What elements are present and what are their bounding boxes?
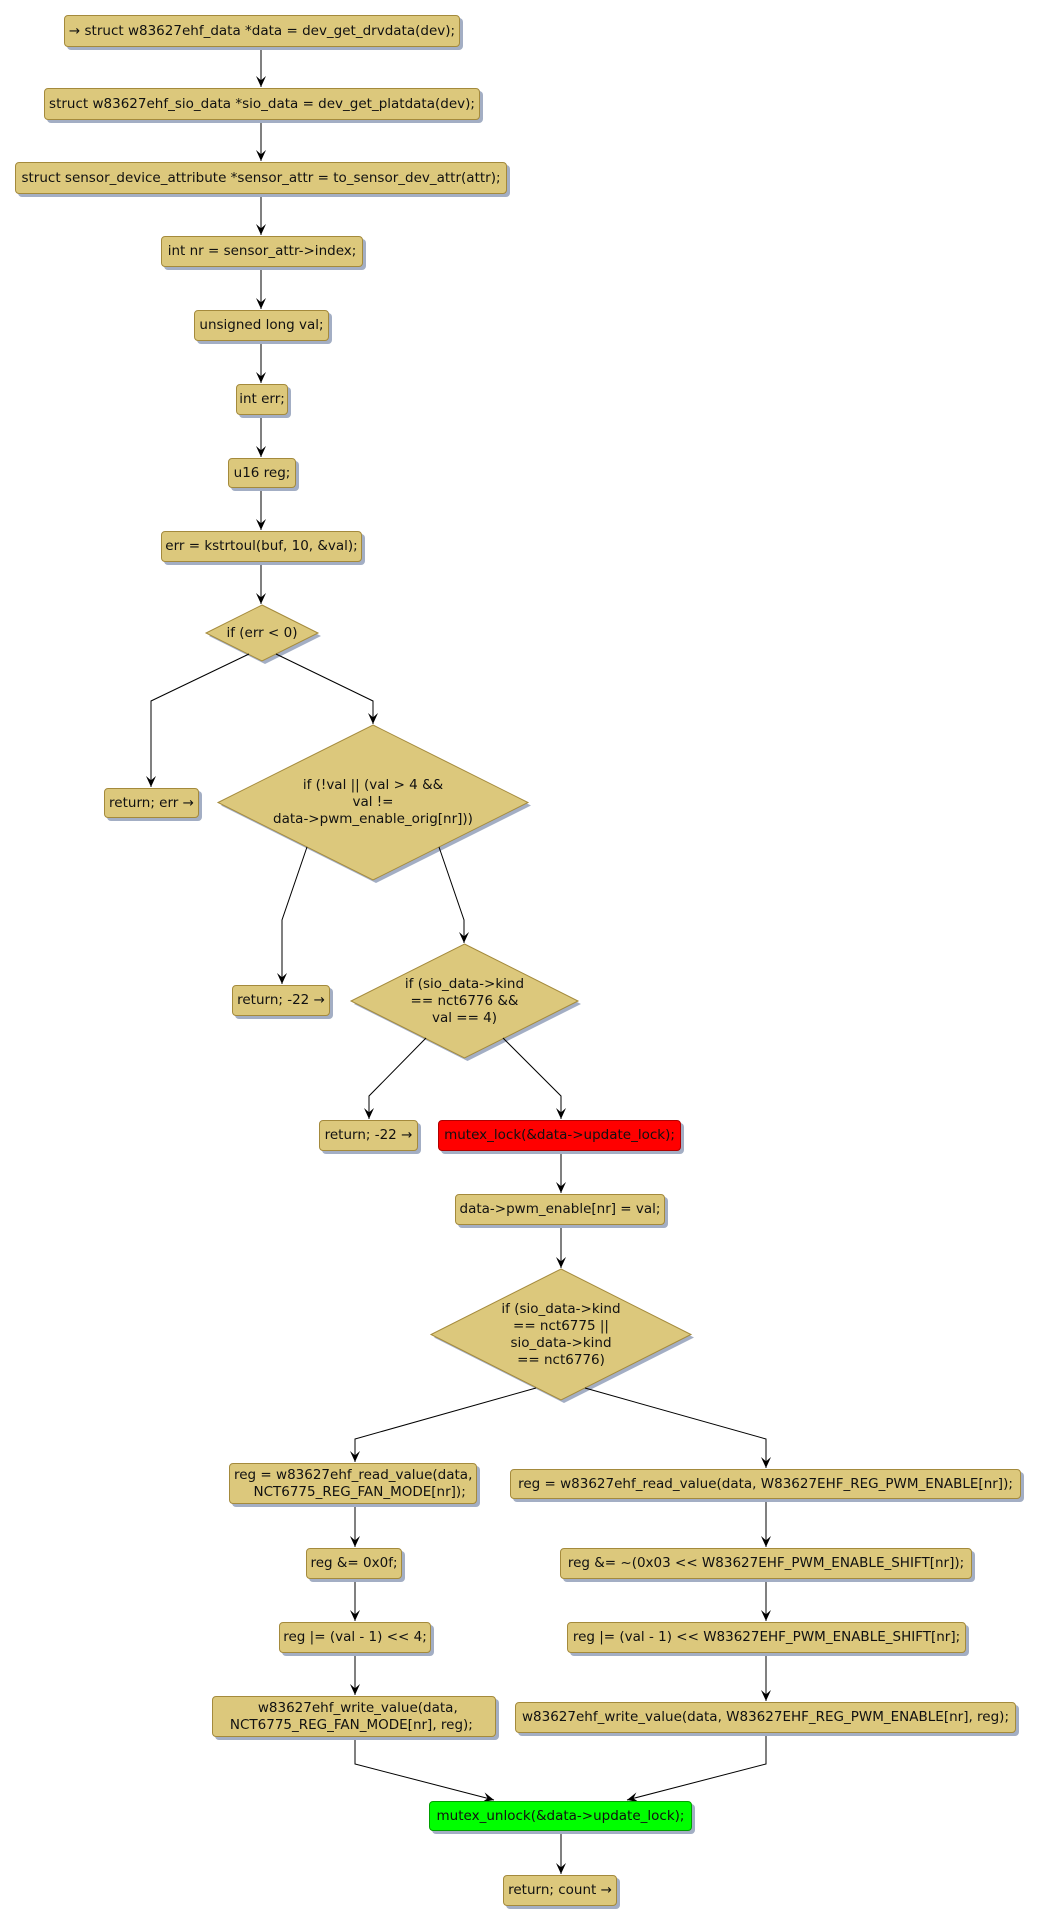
arrowhead-icon <box>761 1536 771 1547</box>
flow-arrow <box>354 1737 495 1801</box>
arrowhead-icon <box>350 1684 360 1695</box>
stmt-set-pwm-enable: data->pwm_enable[nr] = val; <box>455 1194 665 1225</box>
stmt-right-or: reg |= (val - 1) << W83627EHF_PWM_ENABLE… <box>567 1622 966 1653</box>
flow-arrow <box>626 1733 767 1801</box>
stmt-left-or: reg |= (val - 1) << 4; <box>279 1622 431 1653</box>
mutex-unlock: mutex_unlock(&data->update_lock); <box>429 1801 692 1831</box>
decision-err-text: if (err < 0) <box>226 624 298 641</box>
decision-kind-shape <box>429 1268 693 1401</box>
arrowhead-icon <box>556 1863 566 1874</box>
decision-kind-text: if (sio_data->kind == nct6775 || sio_dat… <box>501 1300 621 1368</box>
stmt-sensor-attr: struct sensor_device_attribute *sensor_a… <box>15 162 507 194</box>
flow-arrow <box>354 1387 537 1462</box>
arrowhead-icon <box>556 1182 566 1193</box>
decision-nct6776-shape <box>349 943 580 1059</box>
return-minus22-a: return; -22 → <box>232 985 330 1016</box>
arrowhead-icon <box>556 1108 566 1119</box>
decision-val-text: if (!val || (val > 4 && val != data->pwm… <box>273 777 473 827</box>
arrowhead-icon <box>146 776 156 787</box>
stmt-left-write: w83627ehf_write_value(data, NCT6775_REG_… <box>212 1696 496 1737</box>
arrowhead-icon <box>256 298 266 309</box>
decision-err-shape <box>204 604 320 662</box>
flow-arrow <box>438 846 465 943</box>
decision-val-shape <box>216 724 530 881</box>
arrowhead-icon <box>350 1536 360 1547</box>
mutex-lock: mutex_lock(&data->update_lock); <box>438 1120 681 1151</box>
arrowhead-icon <box>459 932 469 943</box>
return-err: return; err → <box>104 788 199 818</box>
arrowhead-icon <box>350 1610 360 1621</box>
arrowhead-icon <box>277 973 287 984</box>
arrowhead-icon <box>761 1690 771 1701</box>
stmt-kstrtoul: err = kstrtoul(buf, 10, &val); <box>161 531 362 562</box>
stmt-left-and: reg &= 0x0f; <box>306 1548 402 1579</box>
stmt-right-and: reg &= ~(0x03 << W83627EHF_PWM_ENABLE_SH… <box>560 1548 972 1579</box>
return-minus22-b: return; -22 → <box>319 1120 418 1151</box>
stmt-left-read: reg = w83627ehf_read_value(data, NCT6775… <box>229 1463 477 1504</box>
arrowhead-icon <box>256 593 266 604</box>
arrowhead-icon <box>256 224 266 235</box>
return-count: return; count → <box>503 1875 617 1906</box>
stmt-u16-reg: u16 reg; <box>228 458 296 488</box>
flow-arrow <box>368 1037 427 1119</box>
stmt-unsigned-val: unsigned long val; <box>194 310 329 341</box>
arrowhead-icon <box>368 713 378 724</box>
arrowhead-icon <box>256 519 266 530</box>
flow-arrow <box>275 653 374 724</box>
arrowhead-icon <box>364 1108 374 1119</box>
stmt-right-read: reg = w83627ehf_read_value(data, W83627E… <box>510 1469 1021 1499</box>
flow-arrow <box>150 653 250 787</box>
stmt-get-drvdata: → struct w83627ehf_data *data = dev_get_… <box>64 15 460 47</box>
stmt-int-err: int err; <box>236 384 288 415</box>
arrowhead-icon <box>350 1451 360 1462</box>
stmt-get-platdata: struct w83627ehf_sio_data *sio_data = de… <box>44 88 480 120</box>
arrowhead-icon <box>256 446 266 457</box>
flow-arrow <box>502 1037 562 1119</box>
flow-arrow <box>281 846 308 984</box>
stmt-right-write: w83627ehf_write_value(data, W83627EHF_RE… <box>515 1702 1016 1733</box>
arrowhead-icon <box>556 1257 566 1268</box>
arrowhead-icon <box>627 1792 639 1803</box>
arrowhead-icon <box>256 372 266 383</box>
arrowhead-icon <box>482 1792 494 1803</box>
decision-nct6776-text: if (sio_data->kind == nct6776 && val == … <box>404 975 525 1026</box>
flow-arrow <box>584 1387 767 1468</box>
arrowhead-icon <box>761 1610 771 1621</box>
arrowhead-icon <box>761 1457 771 1468</box>
stmt-int-nr: int nr = sensor_attr->index; <box>161 236 363 267</box>
arrowhead-icon <box>256 76 266 87</box>
arrowhead-icon <box>256 150 266 161</box>
